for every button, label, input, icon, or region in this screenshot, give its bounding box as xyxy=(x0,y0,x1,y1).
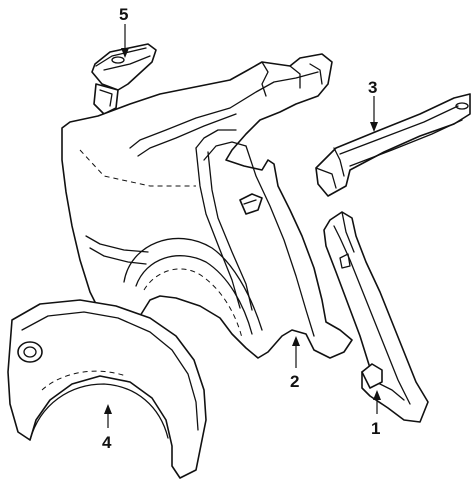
leader-5 xyxy=(121,24,129,58)
callout-4: 4 xyxy=(102,433,112,452)
leader-2 xyxy=(292,336,300,368)
part-4-wheelhouse xyxy=(7,299,207,479)
leader-1 xyxy=(373,390,381,414)
callout-3: 3 xyxy=(368,78,377,97)
leader-3 xyxy=(370,96,378,132)
callout-5: 5 xyxy=(119,5,128,24)
part-5-bracket xyxy=(91,43,157,115)
callout-2: 2 xyxy=(290,372,299,391)
part-1-inner-pillar xyxy=(323,211,429,423)
leader-4 xyxy=(104,404,112,428)
part-2-quarter-panel xyxy=(61,53,353,359)
part-3-upper-rail xyxy=(315,93,471,197)
callout-1: 1 xyxy=(371,419,380,438)
